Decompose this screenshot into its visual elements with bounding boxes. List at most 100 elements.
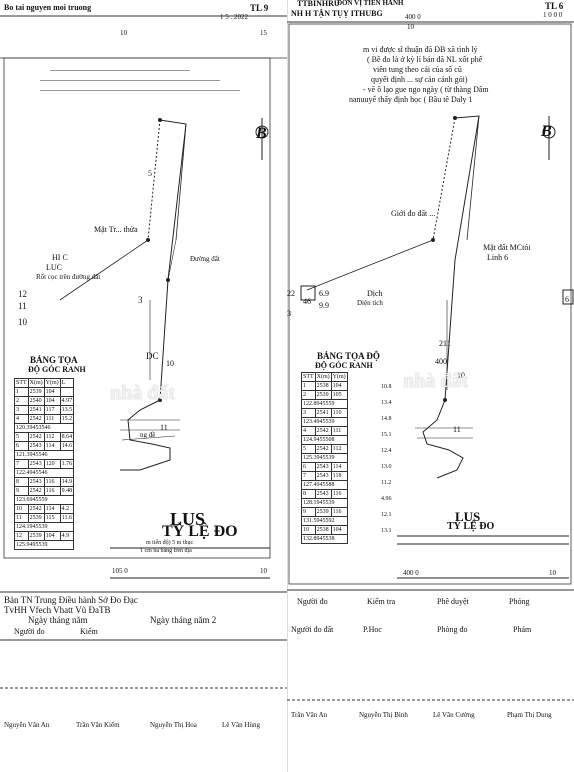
legend-subtitle: TỶ LỆ ĐO	[447, 521, 495, 532]
table-cell: 8	[14, 477, 29, 487]
table-cell: 127.4945588	[301, 480, 348, 490]
table-cell: 12	[14, 531, 29, 541]
side-number: 6	[565, 295, 569, 304]
side-value: 6.9	[319, 289, 329, 298]
role-label: Phám	[513, 625, 532, 634]
vertex-label: 11	[453, 425, 461, 434]
table-cell: 1	[301, 381, 316, 391]
vertex-label: 5	[148, 169, 152, 178]
marker-note: Rốt cọc trên đường đất	[36, 273, 101, 281]
vertex-label: 11	[160, 423, 168, 432]
scale-label: 10	[549, 569, 556, 577]
vertex-label: 10	[457, 371, 465, 380]
table-cell: 8.64	[59, 432, 75, 442]
role-label: Phòng đo	[437, 625, 468, 634]
table-cell: 3	[301, 408, 316, 418]
side-number: 3	[287, 309, 291, 318]
table-cell: 116	[330, 507, 348, 517]
right-header-org: NH H TẬN TỤỴ ITHUBG	[291, 9, 383, 18]
area-label: Dịch	[367, 289, 383, 298]
right-header-title: TTBINHRU	[297, 0, 340, 8]
signature-col: Người đo	[297, 597, 328, 606]
table-row: 123.4945539	[301, 417, 348, 427]
table-cell: 104	[330, 381, 348, 391]
table-cell: 112	[43, 432, 61, 442]
road-label: Mặt đất MCtói	[483, 243, 531, 252]
table-cell: 120	[43, 459, 61, 469]
signer-name: Lê Văn Cường	[433, 711, 475, 719]
table-cell: 10	[14, 504, 29, 514]
table-row: 123.6945559	[13, 495, 75, 505]
table-cell: 4	[301, 426, 316, 436]
side-value: 4.96	[381, 496, 392, 502]
table-header-cell: Y(m)	[330, 372, 348, 382]
scale-label: 105 0	[112, 567, 128, 575]
table-cell: 9.48	[59, 486, 75, 496]
table-cell: 118	[330, 471, 348, 481]
table-header-row: STT X(m) Y(m) L	[14, 378, 75, 388]
table-cell: 123.6945559	[13, 495, 75, 505]
signature-col: Phóng	[509, 597, 530, 606]
right-header-sub: 1 0 0 0	[543, 11, 563, 19]
table-cell: 7	[301, 471, 316, 481]
table-cell: 7	[14, 459, 29, 469]
table-cell: 4.97	[59, 396, 75, 406]
side-value: 13.0	[381, 464, 392, 470]
land-type-label: LUC	[46, 263, 62, 272]
left-scale-mark: 15	[260, 29, 267, 37]
table-cell: 128.1945539	[301, 498, 348, 508]
table-cell: 104	[43, 396, 61, 406]
vertex-label: 400	[435, 357, 447, 366]
table-cell: 124.1945539	[13, 522, 75, 532]
table-cell: 114	[43, 441, 61, 451]
table-cell: 14.6	[59, 441, 75, 451]
legend-subtitle: TỶ LỆ ĐO	[162, 523, 238, 540]
role-label: Người đo đất	[291, 625, 334, 634]
watermark: nhà đất	[110, 382, 176, 404]
coord-table-subtitle: ĐỘ GÓC RANH	[28, 365, 86, 374]
table-cell: 115	[43, 513, 61, 523]
side-number: 10	[18, 317, 27, 327]
table-cell: 2541	[27, 405, 45, 415]
table-cell: 116	[43, 477, 61, 487]
note-line: nanuuyể thấy định học ( Bầu tê Daly 1	[349, 95, 473, 104]
north-arrow-icon: B	[541, 123, 552, 140]
table-cell: 2539	[27, 513, 45, 523]
note-line: - vẽ ô lạo gue ngo ngày ( từ thàng Dâm	[363, 85, 489, 94]
vertex-label: 211	[439, 339, 451, 348]
table-cell: 2542	[27, 486, 45, 496]
table-cell: 2540	[27, 396, 45, 406]
signature-heading: Bản TN Trung Điều hành Sở Đo Đạc	[4, 595, 138, 605]
side-value: 13.4	[381, 400, 392, 406]
table-cell: 6	[301, 462, 316, 472]
table-cell: 9	[301, 507, 316, 517]
table-cell: 131.5945592	[301, 516, 348, 526]
coord-table-title: BẢNG TỌA	[30, 355, 78, 365]
table-cell: 11.6	[59, 513, 75, 523]
left-plot-drawing	[0, 15, 287, 689]
watermark: nhà đất	[403, 370, 469, 392]
table-cell: 2543	[27, 459, 45, 469]
table-cell: 2	[301, 390, 316, 400]
table-row: 131.5945592	[301, 516, 348, 526]
table-cell: 104	[43, 531, 61, 541]
legend-title: LUS	[170, 509, 206, 529]
table-cell: 9	[14, 486, 29, 496]
table-cell: 2539	[314, 390, 332, 400]
right-header-unit: ĐƠN VỊ TIẾN HÀNH	[337, 0, 404, 7]
table-cell: 123.4945539	[301, 417, 348, 427]
table-cell: 2538	[314, 381, 332, 391]
coord-table-subtitle: ĐỘ GÓC RANH	[315, 361, 373, 370]
left-header-code: TL 9	[250, 3, 269, 13]
table-cell: 121.3945546	[13, 450, 75, 460]
table-cell: 2538	[314, 525, 332, 535]
side-value: 13.1	[381, 528, 392, 534]
table-row: 127.4945588	[301, 480, 348, 490]
